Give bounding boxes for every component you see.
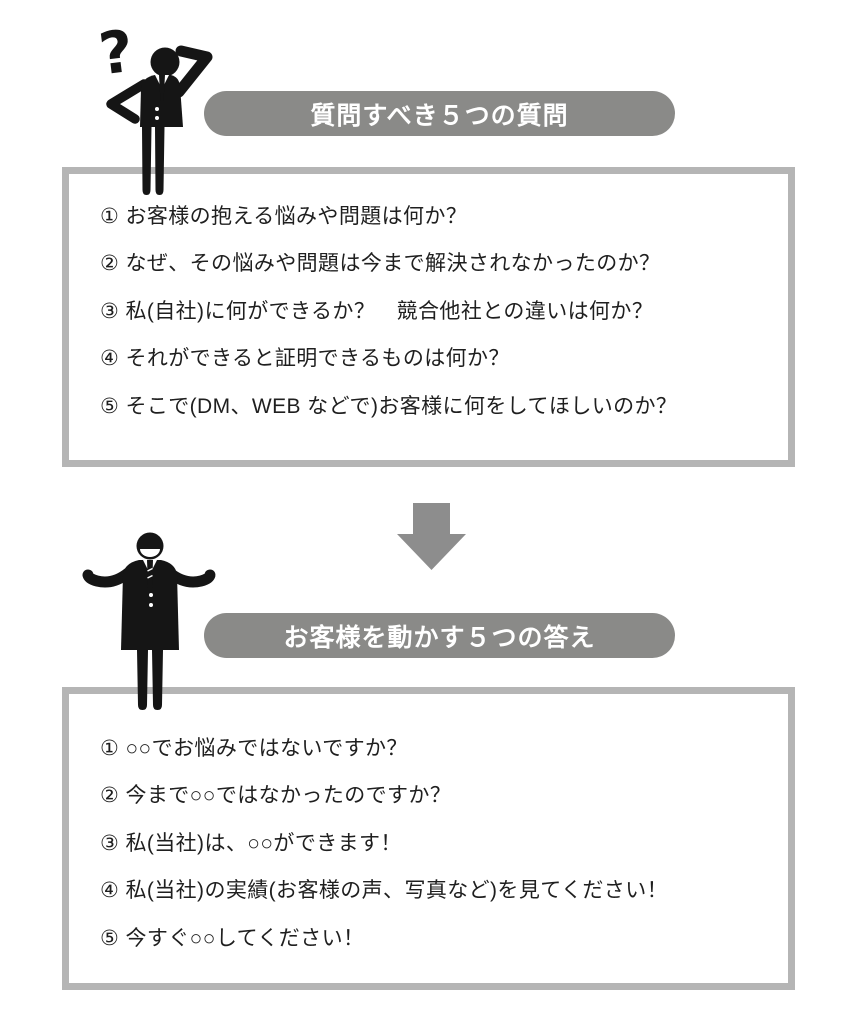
list-item: ④ それができると証明できるものは何か？ (100, 347, 510, 371)
akimbo-arm (106, 79, 149, 124)
questions-box: ① お客様の抱える悩みや問題は何か？ ② なぜ、その悩みや問題は今まで解決されな… (62, 167, 795, 467)
leg (155, 127, 165, 195)
tie (147, 560, 153, 588)
tie-stripe (147, 567, 153, 572)
smile (140, 549, 160, 557)
button (155, 107, 159, 111)
button (149, 593, 153, 597)
question-list: ① お客様の抱える悩みや問題は何か？ ② なぜ、その悩みや問題は今まで解決されな… (69, 174, 788, 429)
tie (159, 75, 165, 102)
thinking-businessman-icon: ? (97, 17, 213, 195)
head (150, 47, 180, 77)
left-arm (82, 567, 134, 588)
list-item: ② 今まで○○ではなかったのですか？ (100, 784, 452, 808)
list-item: ④ 私(当社)の実績(お客様の声、写真など)を見てください！ (100, 879, 669, 903)
list-item: ① ○○でお悩みではないですか？ (100, 736, 408, 760)
leg (152, 650, 163, 710)
down-arrow-icon (397, 503, 466, 570)
button (149, 603, 153, 607)
list-item: ② なぜ、その悩みや問題は今まで解決されなかったのか？ (100, 252, 661, 276)
leg (142, 127, 152, 195)
list-item: ① お客様の抱える悩みや問題は何か？ (100, 204, 468, 228)
section-2-title-badge: お客様を動かす５つの答え (204, 613, 675, 658)
section-1-title-badge: 質問すべき５つの質問 (204, 91, 675, 136)
tie-stripe (147, 574, 153, 579)
button (155, 116, 159, 120)
answers-box: ① ○○でお悩みではないですか？ ② 今まで○○ではなかったのですか？ ③ 私(… (62, 687, 795, 990)
question-mark-icon: ? (97, 17, 137, 89)
answer-list: ① ○○でお悩みではないですか？ ② 今まで○○ではなかったのですか？ ③ 私(… (69, 694, 788, 961)
list-item: ⑤ 今すぐ○○してください！ (100, 926, 365, 950)
leg (137, 650, 148, 710)
happy-businessman-icon (82, 532, 216, 710)
right-arm (164, 567, 216, 588)
list-item: ③ 私(当社)は、○○ができます！ (100, 831, 402, 855)
raised-arm (173, 45, 213, 98)
list-item: ③ 私(自社)に何ができるか？ 競合他社との違いは何か？ (100, 299, 654, 323)
list-item: ⑤ そこで(DM、WEB などで)お客様に何をしてほしいのか？ (100, 394, 678, 418)
